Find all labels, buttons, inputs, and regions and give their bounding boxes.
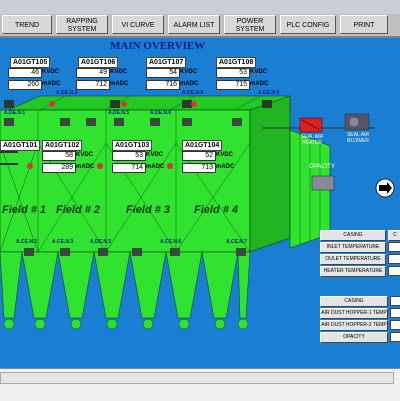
kv-value: 53 (112, 151, 146, 161)
transformer-tag[interactable]: A01GT106 (78, 57, 119, 68)
casing-c-button[interactable]: C (388, 230, 400, 241)
field-label-1: Field # 1 (2, 204, 47, 216)
heater-temperature-button[interactable]: HEATER TEMPERATURE (320, 266, 386, 277)
inlet-temperature-button[interactable]: INLET TEMPERATURE (320, 242, 386, 253)
window-title-bar (0, 0, 400, 15)
transformer-tag[interactable]: A01GT107 (146, 57, 187, 68)
inlet-temperature-value (388, 242, 400, 252)
seal-air-heater-label: SEAL AIR HEATER (300, 134, 324, 146)
ma-value: 713 (182, 163, 216, 173)
seal-air-blower-label: SEAL AIR BLOWER (346, 132, 370, 144)
mid-rappers (4, 100, 272, 108)
transformer-tag[interactable]: A01GT105 (10, 57, 51, 68)
outlet-temperature-button[interactable]: OULET TEMPERATURE (320, 254, 386, 265)
hopper-2-temp-button[interactable]: AIR DUST HOPPER-2 TEMP (320, 320, 388, 331)
kv-unit: KVDC (180, 69, 198, 75)
rapper-label: A.CE.N.6 (160, 239, 182, 245)
hopper-1-temp-value (390, 308, 400, 318)
opacity-button[interactable]: OPACITY (320, 332, 388, 343)
heater-temperature-value (388, 266, 400, 276)
precipitator-body (0, 109, 251, 253)
ma-unit: mADC (42, 81, 61, 87)
vi-curve-button[interactable]: VI CURVE (112, 15, 164, 34)
ma-value: 712 (76, 80, 110, 90)
rapper-label: A.DE.N.1 (4, 110, 26, 116)
ma-unit: mADC (76, 164, 95, 170)
ma-value: 714 (112, 163, 146, 173)
kv-value: 54 (146, 68, 180, 78)
ma-unit: mADC (250, 81, 269, 87)
ma-unit: mADC (216, 164, 235, 170)
rapper-label: A.CE.N.2 (16, 239, 38, 245)
ma-unit: mADC (146, 164, 165, 170)
transformer-tag[interactable]: A01GT103 (112, 140, 153, 151)
alarm-indicators (27, 101, 197, 169)
rapper-label: A.CE.N.3 (52, 239, 74, 245)
transformer-tag[interactable]: A01GT101 (0, 140, 41, 151)
casing-button-2[interactable]: CASING (320, 296, 388, 307)
opacity-value (390, 332, 400, 342)
hopper-2-temp-value (390, 320, 400, 330)
rapper-label: A.DE.N.4 (258, 90, 280, 96)
kv-unit: KVDC (216, 152, 234, 158)
kv-unit: KVDC (110, 69, 128, 75)
ma-value: 289 (42, 163, 76, 173)
transformer-tag[interactable]: A01GT104 (182, 140, 223, 151)
ma-value: 715 (216, 80, 250, 90)
ma-value: 260 (8, 80, 42, 90)
kv-unit: KVDC (42, 69, 60, 75)
kv-value: 46 (8, 68, 42, 78)
page-title: MAIN OVERVIEW (110, 40, 206, 52)
precipitator-side (249, 95, 291, 253)
kv-value: 53 (216, 68, 250, 78)
precipitator-diagram (0, 95, 395, 330)
hoppers (0, 251, 251, 319)
horizontal-scrollbar[interactable] (0, 372, 394, 384)
trend-button[interactable]: TREND (2, 15, 52, 34)
field-label-3: Field # 3 (126, 204, 171, 216)
rapper-label: A.DE.N.5 (90, 239, 112, 245)
rapper-label: A.DE.N.5 (108, 110, 130, 116)
kv-value: 58 (42, 151, 76, 161)
alarm-list-button[interactable]: ALARM LIST (168, 15, 220, 34)
kv-unit: KVDC (250, 69, 268, 75)
rapper-label: A.CE.N.7 (226, 239, 248, 245)
rapper-label: A.DE.N.6 (150, 110, 172, 116)
casing-button[interactable]: CASING (320, 230, 386, 241)
transformer-tag[interactable]: A01GT102 (42, 140, 83, 151)
rapper-label: A.DE.N.6 (182, 90, 204, 96)
opacity-label: OPACITY (309, 164, 335, 170)
field-label-2: Field # 2 (56, 204, 101, 216)
rapping-system-button[interactable]: RAPPING SYSTEM (56, 15, 108, 34)
ma-value (0, 163, 18, 165)
hopper-1-temp-button[interactable]: AIR DUST HOPPER-1 TEMP (320, 308, 388, 319)
plc-config-button[interactable]: PLC CONFIG (280, 15, 336, 34)
kv-value: 49 (76, 68, 110, 78)
ma-unit: mADC (110, 81, 129, 87)
kv-unit: KVDC (146, 152, 164, 158)
ma-value: 716 (146, 80, 180, 90)
field-label-4: Field # 4 (194, 204, 239, 216)
main-overview-panel: MAIN OVERVIEW (0, 38, 400, 368)
outlet-temperature-value (388, 254, 400, 264)
transformer-tag[interactable]: A01GT108 (216, 57, 257, 68)
power-system-button[interactable]: POWER SYSTEM (224, 15, 276, 34)
ma-unit: mADC (180, 81, 199, 87)
bottom-rappers (24, 248, 246, 256)
opacity-meter-icon[interactable] (311, 175, 335, 191)
print-button[interactable]: PRINT (340, 15, 388, 34)
kv-value: 52 (182, 151, 216, 161)
top-toolbar: TREND RAPPING SYSTEM VI CURVE ALARM LIST… (0, 14, 400, 38)
kv-unit: KVDC (76, 152, 94, 158)
top-rappers (4, 118, 242, 126)
rapper-label: A.DE.N.3 (56, 90, 78, 96)
kv-value (0, 151, 18, 153)
casing-value (390, 296, 400, 306)
